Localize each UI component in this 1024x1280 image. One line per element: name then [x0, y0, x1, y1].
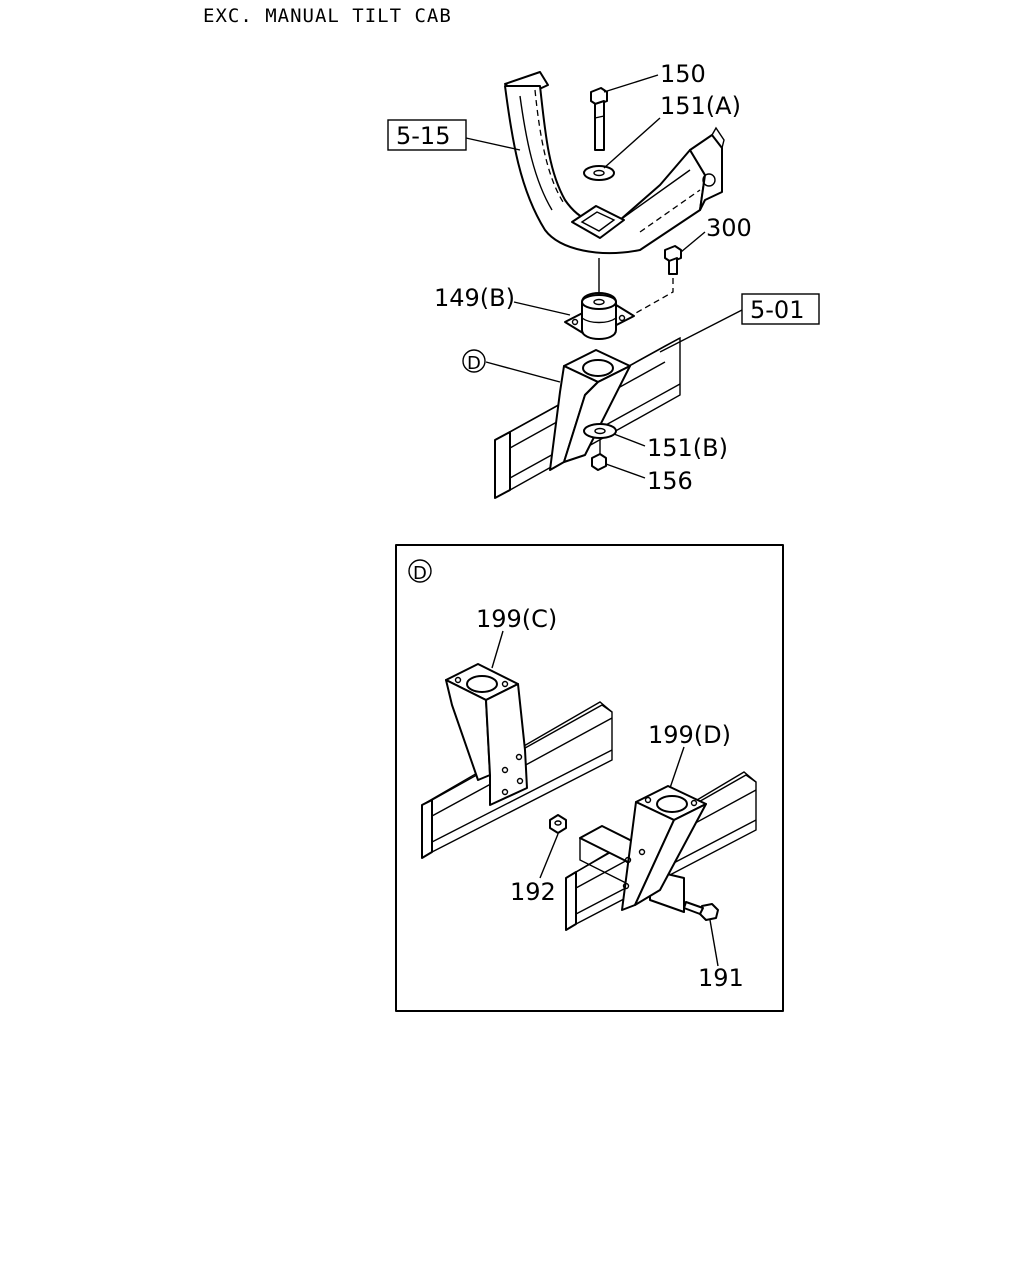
label-192: 192: [510, 878, 556, 906]
detail-marker-circle: [462, 349, 486, 373]
bracket-d-upper: [549, 349, 631, 471]
rubber-mount-149b: [564, 292, 635, 340]
detail-rail-left: [421, 701, 613, 859]
bracket-199d: [621, 785, 707, 911]
washer-151b: [583, 423, 617, 439]
detail-d-panel: [395, 544, 784, 1012]
label-149b: 149(B): [434, 284, 515, 312]
washer-151a: [583, 165, 615, 181]
ref-label-5-01: 5-01: [750, 296, 804, 324]
label-199d: 199(D): [648, 721, 731, 749]
bolt-150: [590, 87, 608, 151]
detail-panel-marker-circle: [408, 559, 432, 583]
nut-156: [591, 440, 607, 471]
label-150: 150: [660, 60, 706, 88]
ref-box-5-15: [387, 119, 467, 151]
cab-bracket-5-15: [504, 71, 725, 255]
label-199c: 199(C): [476, 605, 557, 633]
label-300: 300: [706, 214, 752, 242]
label-156: 156: [647, 467, 693, 495]
detail-panel-marker-label: D: [413, 563, 427, 584]
diagram-title: EXC. MANUAL TILT CAB: [203, 5, 452, 27]
label-191: 191: [698, 964, 744, 992]
leader-lines-detail: [491, 630, 719, 967]
leader-lines-upper: [465, 74, 743, 479]
detail-marker-label: D: [467, 353, 481, 374]
label-151a: 151(A): [660, 92, 741, 120]
nut-192: [549, 814, 567, 834]
ref-box-5-01: [741, 293, 820, 325]
bracket-199c: [445, 663, 528, 806]
label-151b: 151(B): [647, 434, 728, 462]
bolt-300: [619, 245, 682, 323]
ref-label-5-15: 5-15: [396, 122, 450, 150]
bolt-191: [683, 901, 719, 921]
